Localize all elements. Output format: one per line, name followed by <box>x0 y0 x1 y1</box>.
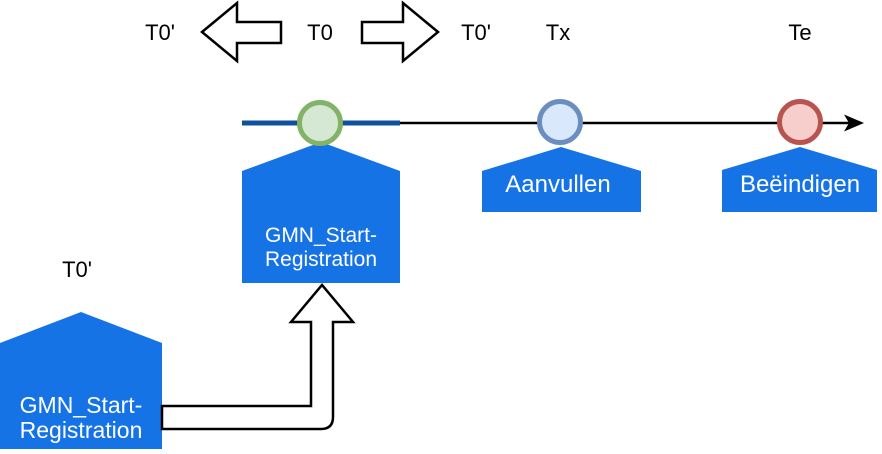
node-start-top-label: GMN_Start- Registration <box>265 224 377 272</box>
timeline-arrowhead-icon <box>844 114 864 132</box>
node-start-registration-top <box>242 142 400 283</box>
block-arrow-right-icon <box>360 0 440 64</box>
node-start-top-line1: GMN_Start- <box>264 224 377 247</box>
label-t0-prime-right: T0' <box>461 20 491 45</box>
node-start-bottom-line2: Registration <box>19 417 143 443</box>
node-beeindigen-label: Beëindigen <box>739 171 861 198</box>
label-t0-prime-left: T0' <box>145 20 175 45</box>
node-start-top-line2: Registration <box>264 248 378 271</box>
label-t0: T0 <box>307 20 333 45</box>
node-start-bottom-label: GMN_Start- Registration <box>20 393 143 443</box>
node-aanvullen-label: Aanvullen <box>505 171 611 198</box>
elbow-arrow-icon <box>160 283 356 431</box>
milestone-circle-green <box>297 100 343 146</box>
milestone-circle-blue <box>537 99 583 145</box>
milestone-circle-red <box>777 99 823 145</box>
node-start-bottom-line1: GMN_Start- <box>19 392 143 418</box>
label-te: Te <box>788 20 812 45</box>
node-start-registration-bottom <box>0 312 162 449</box>
label-t0-prime-bottom: T0' <box>62 257 92 282</box>
node-beeindigen <box>722 147 877 212</box>
node-aanvullen <box>482 147 641 212</box>
block-arrow-left-icon <box>200 0 283 64</box>
label-tx: Tx <box>545 20 571 45</box>
